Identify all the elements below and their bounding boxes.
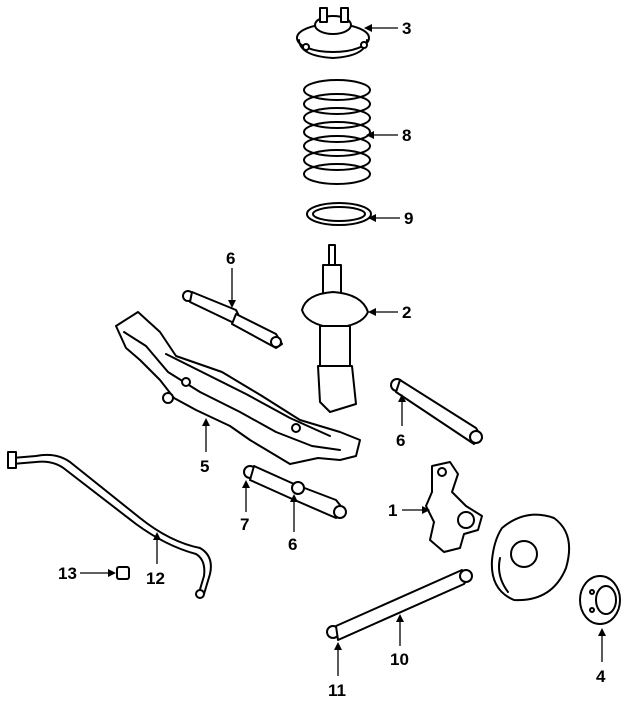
callout-12: 12 bbox=[146, 569, 165, 588]
callout-7: 7 bbox=[240, 515, 249, 534]
callout-4: 4 bbox=[596, 667, 606, 686]
callout-6-lower: 6 bbox=[288, 535, 297, 554]
lower-control-arm bbox=[243, 465, 347, 519]
callout-1: 1 bbox=[388, 501, 397, 520]
spring-insulator bbox=[306, 202, 372, 226]
strut-assembly bbox=[301, 244, 369, 413]
stabilizer-bar bbox=[7, 451, 212, 599]
callout-11: 11 bbox=[328, 681, 346, 700]
callout-5: 5 bbox=[200, 457, 209, 476]
backing-plate bbox=[490, 513, 570, 602]
leader-lines bbox=[80, 24, 606, 676]
callout-8: 8 bbox=[402, 126, 411, 145]
lateral-link-upper bbox=[182, 290, 283, 349]
callout-9: 9 bbox=[404, 209, 413, 228]
steering-knuckle bbox=[425, 461, 483, 553]
trailing-arm bbox=[390, 378, 483, 445]
callout-2: 2 bbox=[402, 303, 411, 322]
lower-lateral-link bbox=[326, 569, 473, 641]
callout-3: 3 bbox=[402, 19, 411, 38]
strut-mount bbox=[296, 7, 370, 59]
crossmember bbox=[115, 311, 361, 465]
callout-10: 10 bbox=[390, 650, 409, 669]
callout-6-upper: 6 bbox=[226, 249, 235, 268]
coil-spring bbox=[303, 79, 371, 185]
callout-13: 13 bbox=[58, 564, 77, 583]
stabilizer-bushing bbox=[116, 566, 130, 580]
callout-6-right: 6 bbox=[396, 431, 405, 450]
wheel-hub bbox=[579, 575, 621, 625]
